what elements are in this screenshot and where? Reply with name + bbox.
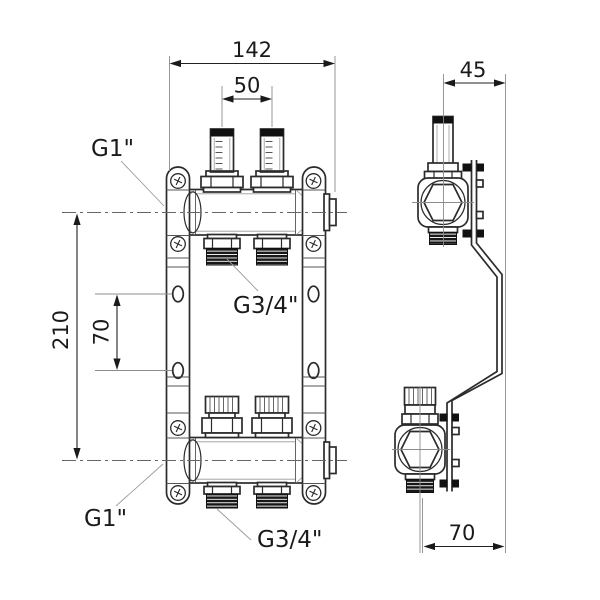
side-top-valve	[412, 74, 484, 247]
bolt-icon	[439, 413, 448, 422]
dim-side-top-offset-value: 45	[460, 58, 487, 82]
bolt-icon	[462, 163, 472, 172]
rail-hole	[171, 361, 185, 380]
bottom-outlet-1	[203, 481, 241, 509]
dim-overall-width: 142	[169, 38, 336, 192]
rail-hole	[307, 361, 320, 380]
label-g34-bottom-text: G3/4"	[257, 527, 322, 553]
label-g34-bottom: G3/4"	[216, 508, 322, 553]
rail-hole	[171, 285, 185, 303]
label-g1-bottom-text: G1"	[84, 506, 127, 532]
screw-icon	[170, 173, 186, 189]
label-g34-top-text: G3/4"	[233, 293, 298, 319]
label-g1-top-text: G1"	[91, 136, 134, 162]
dim-bracket-hole-spacing-value: 70	[90, 319, 114, 346]
side-bottom-valve	[392, 386, 460, 553]
screw-icon	[170, 236, 186, 252]
screw-icon	[305, 173, 322, 189]
screw-icon	[305, 236, 322, 252]
flow-meter-2	[250, 128, 294, 193]
flow-meter-1	[200, 128, 244, 193]
dim-side-top-offset: 45	[443, 58, 506, 553]
side-view	[392, 74, 503, 553]
dim-outlet-spacing: 50	[221, 74, 273, 127]
bolt-icon	[477, 163, 484, 172]
screw-icon	[170, 420, 186, 436]
bolt-icon	[462, 229, 472, 238]
dimensions: 142 50 210 70	[49, 38, 506, 553]
bottom-valve-2	[251, 395, 293, 439]
mounting-rail-right	[301, 166, 327, 505]
dim-bracket-hole-spacing: 70	[90, 293, 172, 371]
dim-overall-height: 210	[49, 213, 81, 460]
labels: G1" G3/4" G1" G3/4"	[84, 136, 322, 553]
bolt-icon	[451, 458, 460, 468]
bolt-icon	[477, 229, 484, 238]
bottom-valve-1	[201, 395, 243, 439]
label-g1-top: G1"	[91, 136, 165, 207]
label-g1-bottom: G1"	[84, 463, 164, 532]
top-outlet-1	[203, 233, 241, 266]
screw-icon	[305, 420, 322, 436]
mounting-rail-left	[165, 166, 191, 505]
bolt-icon	[452, 413, 459, 422]
bolt-icon	[439, 479, 448, 488]
bolt-icon	[452, 479, 459, 488]
dim-outlet-spacing-value: 50	[234, 74, 261, 98]
screw-icon	[170, 485, 186, 501]
dim-overall-height-value: 210	[49, 310, 73, 350]
bottom-outlet-2	[253, 481, 291, 509]
bolt-icon	[475, 179, 484, 188]
bolt-icon	[475, 210, 484, 220]
front-view	[62, 128, 347, 509]
screw-icon	[305, 485, 322, 501]
rail-hole	[307, 285, 320, 303]
top-outlet-2	[253, 233, 291, 266]
label-g34-top: G3/4"	[226, 258, 298, 319]
dim-side-bottom-offset: 70	[422, 498, 505, 553]
dim-side-bottom-offset-value: 70	[449, 521, 476, 545]
dim-overall-width-value: 142	[232, 38, 272, 62]
bolt-icon	[451, 426, 460, 436]
